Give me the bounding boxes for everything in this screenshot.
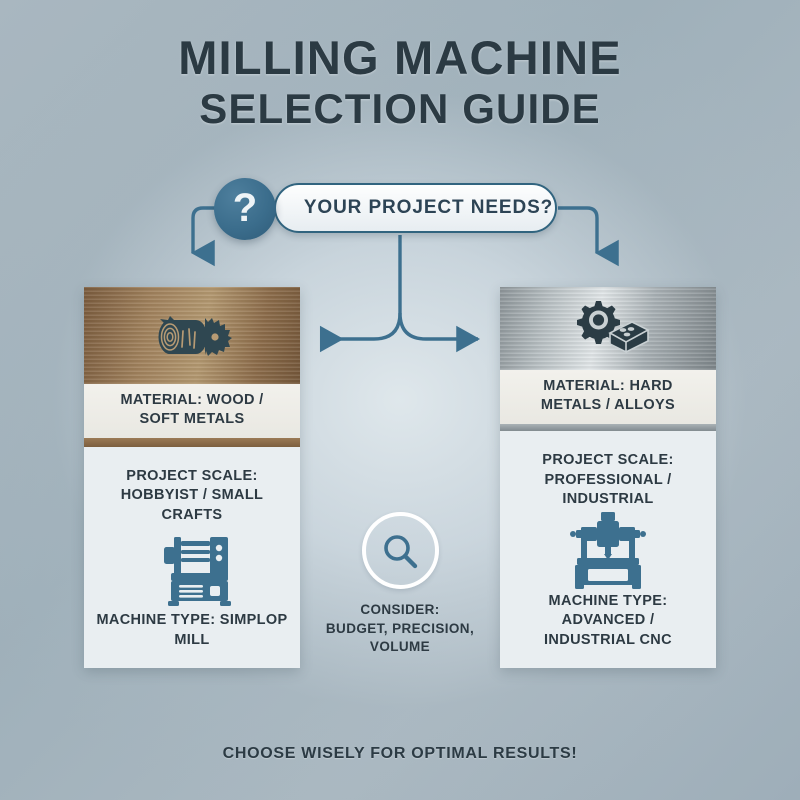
question-mark-icon: ? [232,186,258,230]
wood-divider-strip [84,437,300,447]
metal-material-line-2: METALS / ALLOYS [540,397,676,414]
wood-material-line-2: SOFT METALS [139,411,245,428]
question-mark-badge: ? [214,178,276,240]
consider-line-3: VOLUME [369,639,431,655]
connector-split-left [319,312,402,353]
benchtop-mill-icon [164,537,231,607]
wood-material-line-1: MATERIAL: WOOD / [120,392,264,408]
question-label: YOUR PROJECT NEEDS? [303,197,554,218]
metal-scale-line-1: PROJECT SCALE: [542,452,674,469]
wood-scale-line-2: HOBBYIST / SMALL CRAFTS [120,487,264,523]
branch-card-metal[interactable]: MATERIAL: HARD METALS / ALLOYS PROJECT S… [500,287,716,668]
log-sawblade-icon [158,315,232,356]
metal-machine-icon-wrap [564,510,652,592]
wood-card-body: PROJECT SCALE: HOBBYIST / SMALL CRAFTS [84,446,300,668]
metal-material-band: MATERIAL: HARD METALS / ALLOYS [500,369,716,424]
footer-tagline: CHOOSE WISELY FOR OPTIMAL RESULTS! [222,745,578,762]
title-line-1: MILLING MACHINE [178,31,622,84]
metal-hero-image [500,287,716,370]
metal-scale-line-2: PROFESSIONAL / INDUSTRIAL [544,471,672,508]
wood-machine-line-1: MACHINE TYPE: SIMPLOP [96,612,288,629]
metal-card-body: PROJECT SCALE: PROFESSIONAL / INDUSTRIAL [500,431,716,668]
magnifier-icon [384,534,418,568]
question-bubble[interactable]: YOUR PROJECT NEEDS? [274,183,557,233]
consider-block: CONSIDER: BUDGET, PRECISION, VOLUME [320,512,480,657]
metal-material-line-1: MATERIAL: HARD [543,377,673,394]
metal-machine-line-1: MACHINE TYPE: ADVANCED / [548,592,668,629]
title-line-2: SELECTION GUIDE [199,84,601,132]
gear-metalblock-icon [577,301,650,354]
connector-split-right [398,312,481,353]
wood-machine-line-2: MILL [174,631,210,648]
metal-divider-strip [500,423,716,432]
wood-machine-icon-wrap [148,525,236,611]
consider-ring [361,512,439,589]
wood-scale-line-1: PROJECT SCALE: [126,467,258,484]
wood-hero-image [84,287,300,384]
metal-machine-line-2: INDUSTRIAL CNC [544,631,672,648]
industrial-cnc-mill-icon [570,511,646,589]
connector-right [558,206,619,267]
consider-line-1: CONSIDER: [360,602,440,617]
wood-material-band: MATERIAL: WOOD / SOFT METALS [84,384,300,438]
branch-card-wood[interactable]: MATERIAL: WOOD / SOFT METALS PROJECT SCA… [84,287,300,668]
page-title: MILLING MACHINE SELECTION GUIDE [0,31,800,135]
consider-line-2: BUDGET, PRECISION, [325,620,475,636]
